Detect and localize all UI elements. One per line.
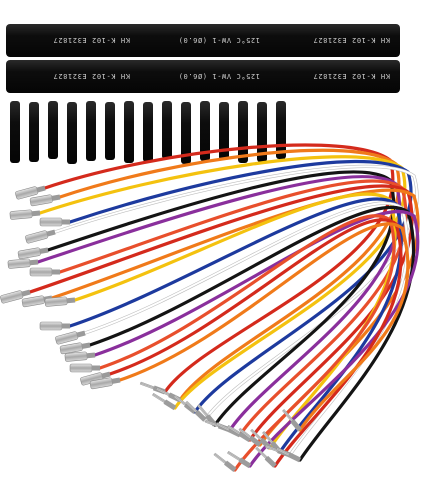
male-terminals [139,381,302,472]
tube-print-mid: 125°C VW-1 (Ø6.0) [178,36,260,44]
male-terminal [185,400,207,422]
male-terminal [227,450,252,469]
tube-print-mid: 125°C VW-1 (Ø6.0) [178,72,260,80]
wire [118,222,410,432]
female-terminal [55,330,86,345]
short-tube [48,101,58,159]
female-terminal [0,289,31,304]
female-terminal [69,363,100,373]
female-terminal [17,247,49,260]
female-terminal [39,217,70,227]
tube-print-left: KH K-102 E321827 [313,72,390,80]
tube-print-right: KH K-102 E321827 [53,72,130,80]
female-terminal [29,267,60,277]
female-terminal [64,351,96,362]
female-terminal [89,377,121,390]
short-tube [219,102,229,160]
female-terminal [7,258,39,269]
male-terminal [227,424,252,443]
male-terminal [215,422,242,438]
female-terminal [59,342,91,355]
female-terminal [9,209,41,220]
short-tube [10,101,20,163]
male-terminal [173,394,197,414]
wire [93,209,420,468]
short-tube [238,101,248,163]
short-tube [124,101,134,163]
short-tube [105,102,115,160]
female-terminal [39,321,70,331]
short-tube [29,102,39,162]
heat-shrink-tube-long-1: KH K-102 E321827 125°C VW-1 (Ø6.0) KH K-… [6,24,400,57]
short-tube [181,102,191,164]
male-terminal [152,392,177,411]
short-tube [162,101,172,159]
male-terminal [255,446,277,468]
male-terminal [238,427,262,447]
short-tube [143,102,153,162]
heat-shrink-tube-long-2: KH K-102 E321827 125°C VW-1 (Ø6.0) KH K-… [6,60,400,93]
tube-print-right: KH K-102 E321827 [53,36,130,44]
wire-highlight [54,165,418,421]
short-tube [200,101,210,161]
tube-print-left: KH K-102 E321827 [313,36,390,44]
female-terminal [15,185,46,200]
female-terminal [44,296,76,307]
short-tube [86,101,96,161]
male-terminal [282,409,302,432]
jumper-wires [28,143,420,472]
male-terminal [213,452,237,472]
female-terminals [0,185,121,390]
short-tube [67,102,77,164]
male-terminal [275,447,302,463]
female-terminal [29,194,61,207]
female-terminal [25,229,56,244]
